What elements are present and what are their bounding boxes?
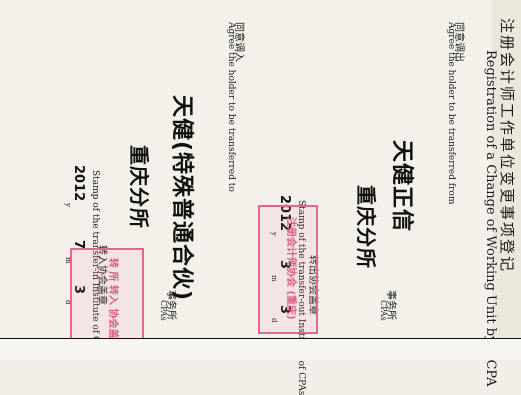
document-title-en: Registration of a Change of Working Unit… [483, 50, 498, 387]
transfer-in-label-en: Agree the holder to be transferred to [226, 22, 236, 192]
transfer-out-handwriting-2: 重庆分所 [354, 185, 378, 269]
transfer-in-date-y: y [64, 203, 72, 207]
bottom-border-line [0, 338, 521, 339]
transfer-out-label-en: Agree the holder to be transferred from [446, 22, 456, 205]
transfer-in-stamp: 转 所 转入 协会盖 章 [70, 248, 144, 352]
bottom-margin [0, 339, 521, 360]
document-title-cn: 注册会计师工作单位变更事项登记 [498, 18, 516, 274]
transfer-in-handwriting-2: 重庆分所 [127, 145, 151, 229]
page-edge-strip [492, 0, 521, 360]
firm-label-en-1: CPAs [379, 300, 388, 321]
transfer-out-stamp: 注册会计师协会 (重庆) [258, 205, 318, 334]
transfer-in-handwriting-1: 天健(特殊普通合伙) [169, 95, 194, 302]
firm-label-en-2: CPAs [159, 300, 168, 321]
transfer-in-date-year: 2012 [71, 165, 86, 202]
transfer-out-handwriting-1: 天健正信 [389, 140, 414, 233]
transfer-out-stamp-text: 注册会计师协会 (重庆) [285, 217, 296, 320]
